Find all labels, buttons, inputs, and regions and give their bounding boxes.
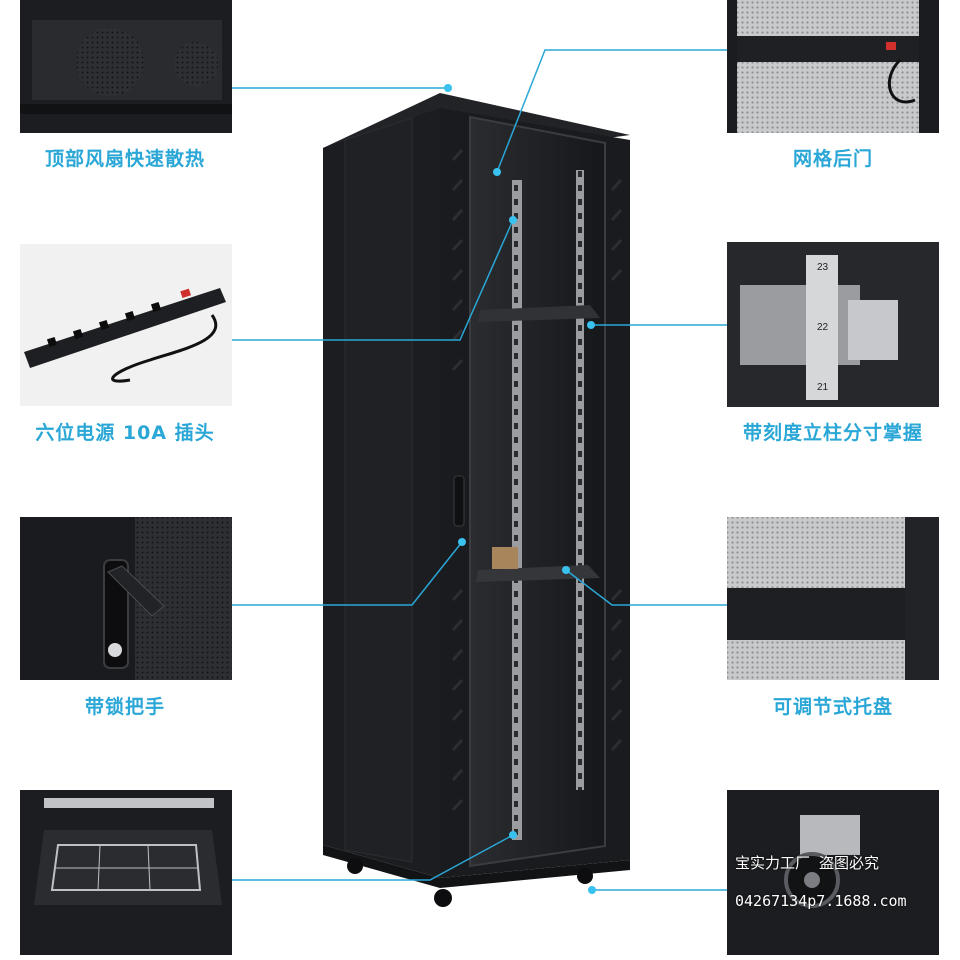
thumb-scaled-rail <box>727 242 939 407</box>
thumb-mesh-rear-door <box>727 0 939 133</box>
rail-number-22: 22 <box>817 322 829 333</box>
label-top-fan: 顶部风扇快速散热 <box>44 148 205 170</box>
rail-number-21: 21 <box>817 382 829 393</box>
rail-numbers: 23 22 21 <box>817 262 829 393</box>
watermark-line2: 04267134p7.1688.com <box>735 892 907 910</box>
thumb-cabinet-bottom <box>20 790 232 955</box>
cabinet <box>323 93 630 907</box>
thumb-lock-handle <box>20 517 232 680</box>
thumb-adjustable-tray <box>727 517 939 680</box>
thumb-top-fan <box>20 0 232 133</box>
watermark-line1: 宝实力工厂 盗图必究 <box>735 854 880 872</box>
callout-lines <box>232 49 727 891</box>
callout-dots <box>444 84 596 894</box>
rail-number-23: 23 <box>817 262 829 273</box>
label-adjustable-tray: 可调节式托盘 <box>772 696 893 718</box>
thumb-pdu <box>20 244 232 406</box>
label-mesh-rear-door: 网格后门 <box>792 148 873 170</box>
label-scaled-rail: 带刻度立柱分寸掌握 <box>742 422 923 444</box>
thumb-caster <box>727 790 939 955</box>
label-pdu: 六位电源 10A 插头 <box>35 422 215 444</box>
label-lock-handle: 带锁把手 <box>84 696 165 718</box>
